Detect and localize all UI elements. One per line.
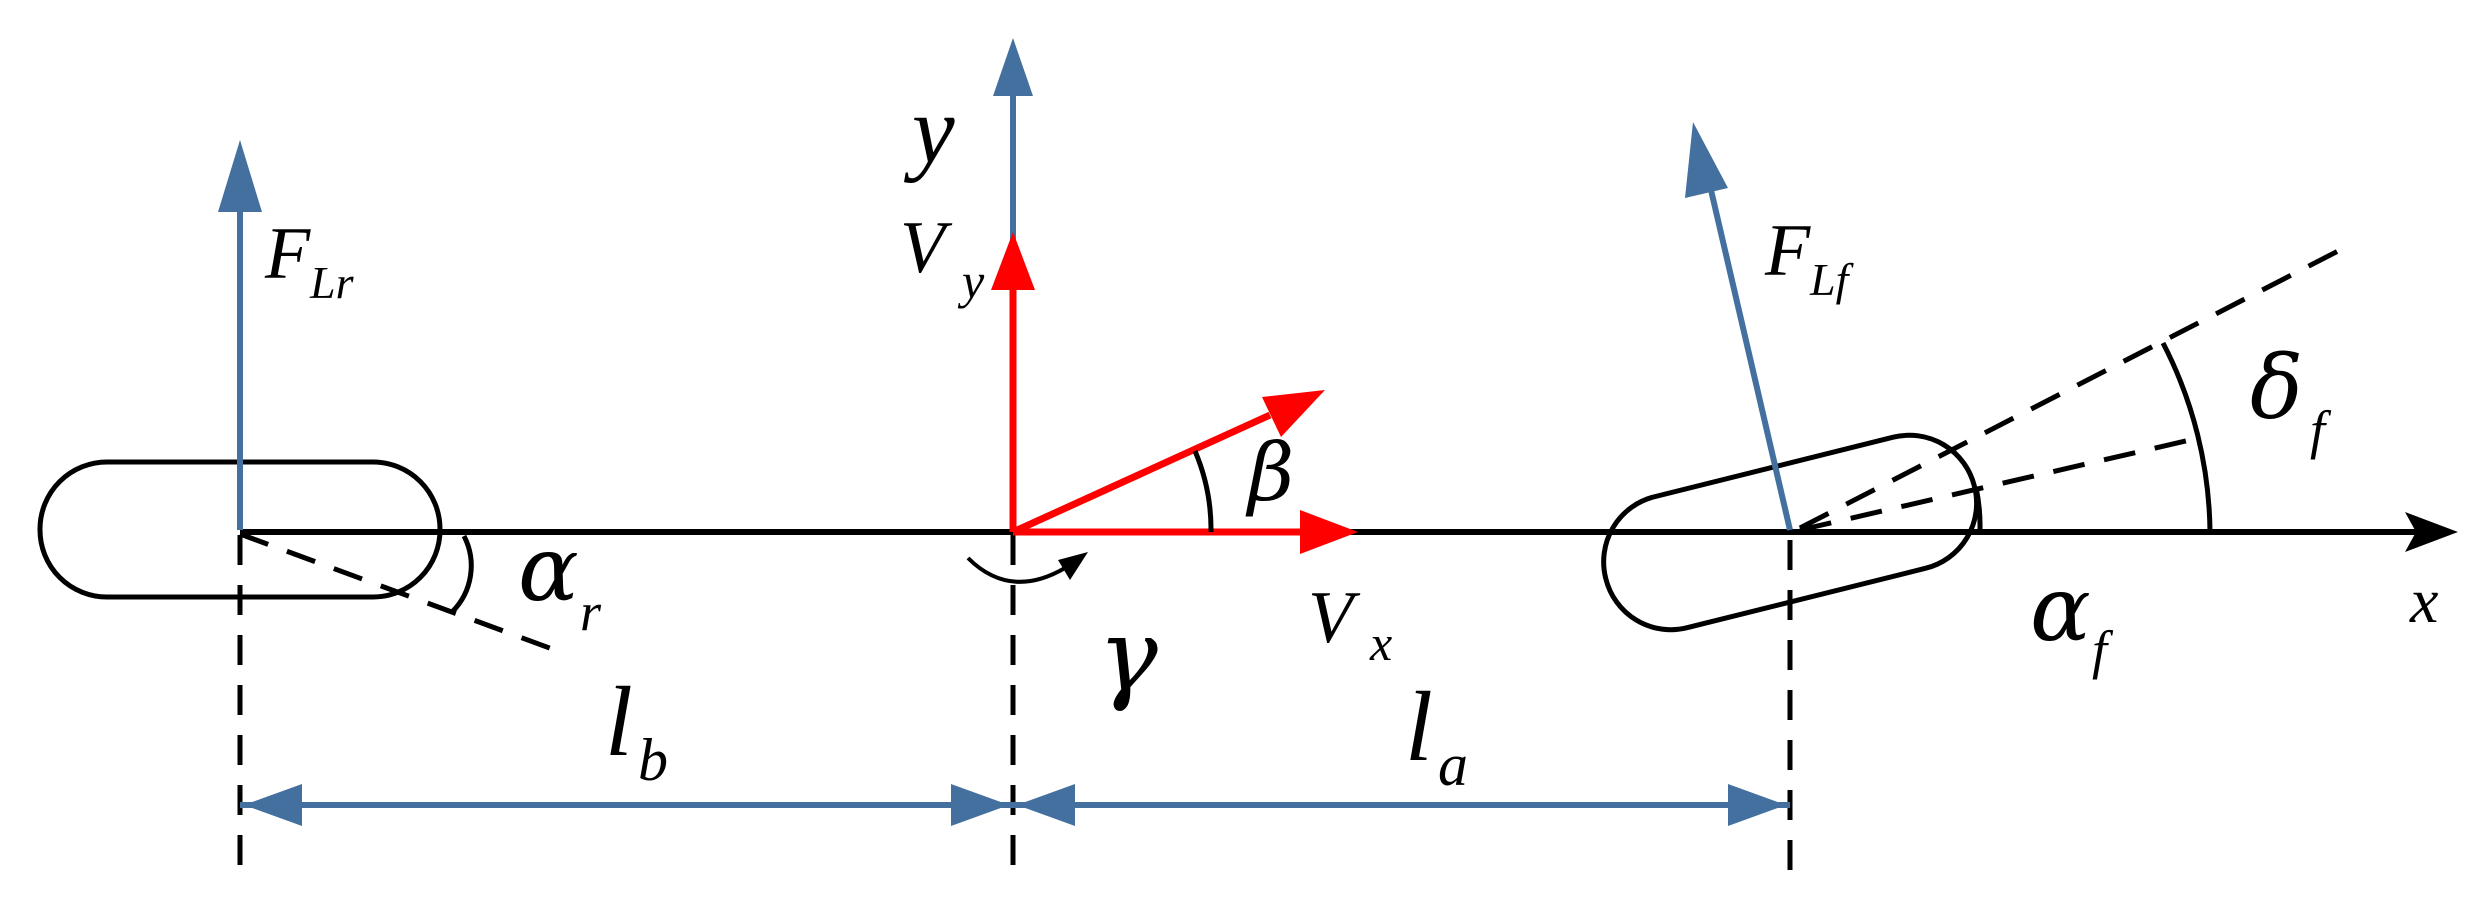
delta-symbol: δ (2250, 336, 2303, 439)
lb-right-arrowhead (951, 784, 1009, 826)
lb-symbol: l (605, 666, 633, 777)
delta-angle-arc (2160, 341, 2213, 533)
resultant-velocity-arrowhead (1262, 390, 1325, 437)
rear-force-arrowhead (218, 140, 262, 212)
lb-label: l b (605, 666, 668, 793)
vy-arrowhead (991, 232, 1035, 290)
vx-label: V x (1308, 577, 1392, 671)
y-axis-arrowhead (993, 38, 1033, 96)
front-slip-dashed-line (1799, 437, 2191, 533)
beta-label: β (1245, 426, 1294, 519)
yaw-rate-arc (966, 556, 1067, 584)
x-axis-label: x (2409, 565, 2438, 636)
front-force-symbol: F (1764, 210, 1811, 292)
front-force-label: F Lf (1764, 210, 1855, 305)
y-axis-label: y (903, 76, 955, 183)
alpha-front-label: α f (2030, 557, 2114, 680)
front-lateral-force-arrow (1708, 189, 1793, 531)
yaw-rate-arrowhead-icon (1058, 552, 1088, 580)
alpha-front-angle-arc (1973, 486, 1983, 531)
vy-subscript: y (957, 253, 985, 309)
beta-angle-arc (1192, 450, 1214, 533)
rear-slip-dashed-line (239, 531, 556, 653)
gamma-label: γ (1098, 597, 1158, 714)
alpha-rear-symbol: α (518, 517, 579, 622)
delta-subscript: f (2310, 400, 2332, 460)
front-force-arrowhead (1685, 122, 1728, 198)
reference-dashed-lines (237, 535, 1793, 880)
rear-force-subscript: Lr (309, 257, 355, 308)
alpha-front-symbol: α (2030, 557, 2091, 662)
vy-label: V y (900, 207, 985, 309)
vx-symbol: V (1308, 577, 1361, 659)
la-subscript: a (1438, 732, 1468, 798)
rear-force-symbol: F (264, 213, 311, 295)
alpha-rear-subscript: r (580, 582, 602, 642)
vy-symbol: V (900, 207, 953, 289)
lb-subscript: b (638, 727, 668, 793)
la-left-arrowhead (1017, 784, 1075, 826)
la-right-arrowhead (1728, 784, 1786, 826)
rear-force-label: F Lr (264, 213, 355, 308)
vx-arrowhead (1300, 510, 1358, 554)
alpha-front-subscript: f (2092, 620, 2114, 680)
resultant-velocity-arrow (1011, 411, 1272, 536)
delta-label: δ f (2250, 336, 2332, 460)
alpha-rear-label: α r (518, 517, 602, 642)
vx-subscript: x (1369, 615, 1392, 671)
la-label: l a (1405, 671, 1468, 798)
lb-left-arrowhead (244, 784, 302, 826)
alpha-rear-angle-arc (450, 534, 474, 614)
x-axis-arrowhead (2405, 512, 2458, 552)
la-symbol: l (1405, 671, 1433, 782)
front-force-subscript: Lf (1809, 254, 1855, 305)
